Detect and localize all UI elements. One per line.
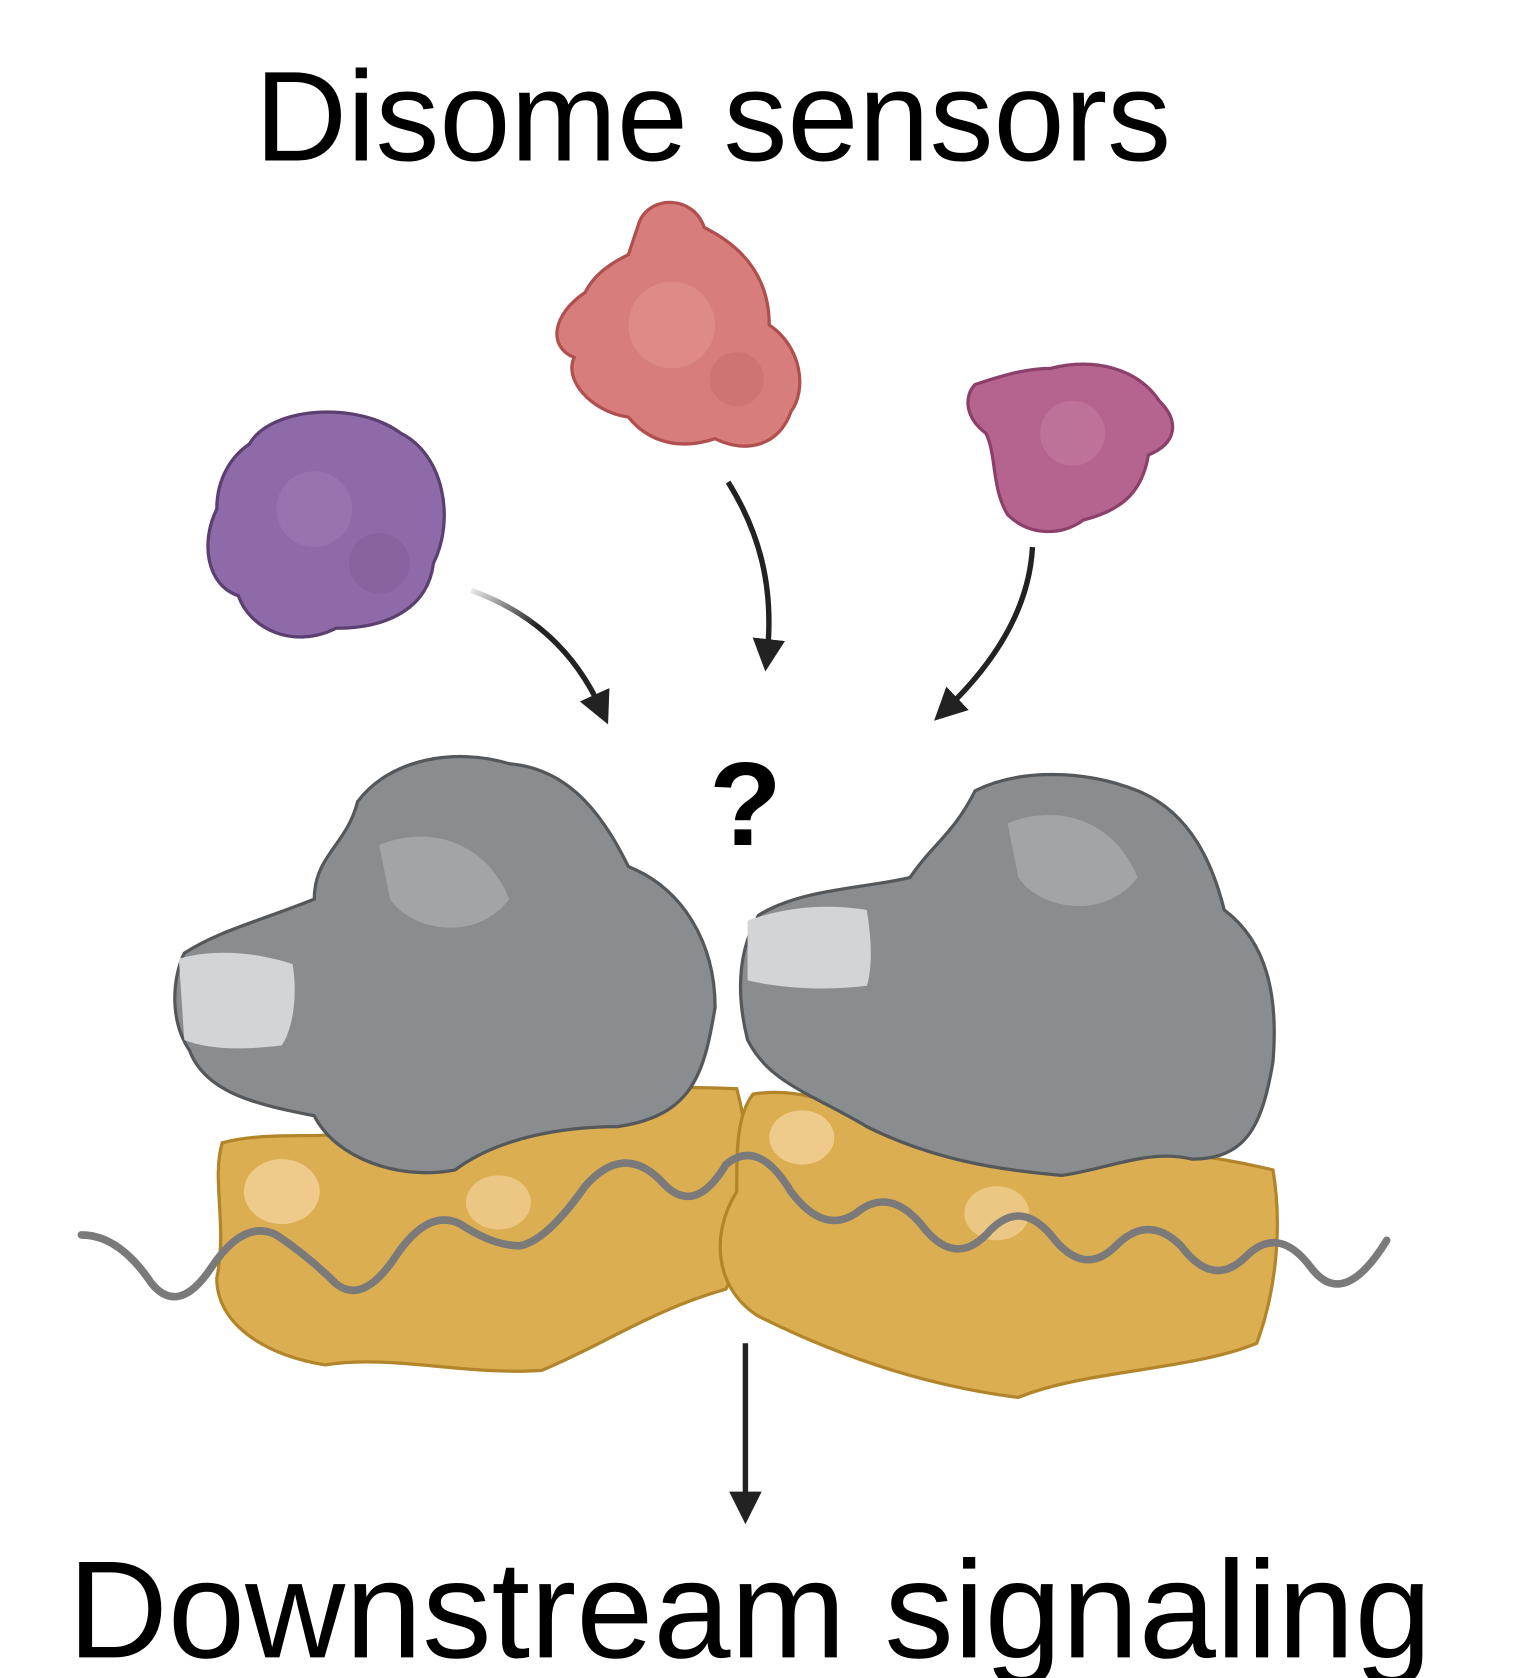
- ribosome-small-subunit-left: [215, 1085, 751, 1373]
- arrow-pink-to-disome: [934, 546, 1036, 721]
- footer-label: Downstream signaling: [68, 1532, 1432, 1678]
- ribosome-large-subunit-right: [738, 772, 1276, 1177]
- sensor-protein-pink: [966, 362, 1175, 534]
- ribosome-large-subunit-left: [173, 754, 717, 1175]
- question-mark: ?: [709, 738, 782, 871]
- arrow-salmon-to-disome: [725, 480, 785, 672]
- mrna-strand: [77, 1151, 1391, 1301]
- ribosome-small-subunit-right: [718, 1090, 1279, 1400]
- sensor-protein-salmon: [555, 200, 802, 448]
- title: Disome sensors: [255, 45, 1171, 188]
- sensor-protein-purple: [206, 410, 446, 639]
- arrow-purple-to-disome: [470, 587, 610, 725]
